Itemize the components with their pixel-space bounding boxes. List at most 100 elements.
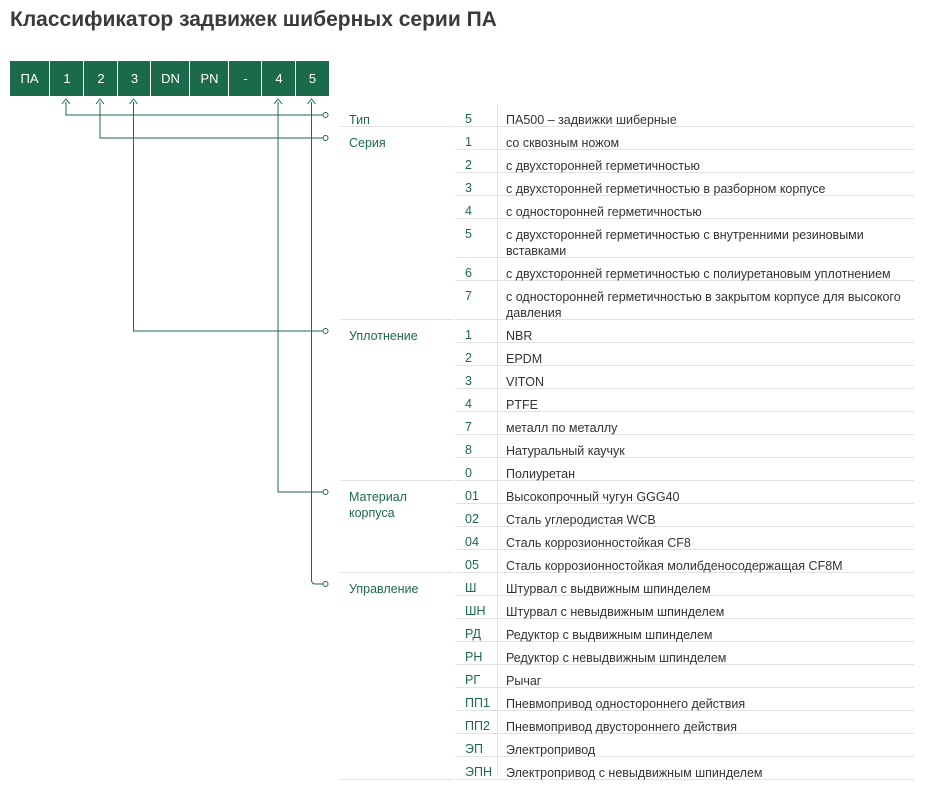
category-cell: Материал корпуса <box>340 481 453 573</box>
table-row: 2 с двухсторонней герметичностью <box>455 150 914 173</box>
connector-dot-icon <box>322 328 329 334</box>
code-part: PN <box>189 61 229 96</box>
code-part: 5 <box>295 61 329 96</box>
option-description: Пневмопривод двустороннего действия <box>506 720 738 734</box>
option-description: Пневмопривод одностороннего действия <box>506 697 746 711</box>
code-part: 4 <box>261 61 296 96</box>
option-code: 3 <box>465 374 472 388</box>
option-code: 7 <box>465 289 472 303</box>
table-row: ЭП Электропривод <box>455 734 914 757</box>
option-description: EPDM <box>506 352 543 366</box>
code-part: 3 <box>117 61 151 96</box>
table-row: 02 Сталь углеродистая WCB <box>455 504 914 527</box>
option-description: металл по металлу <box>506 421 618 435</box>
connector-dot-icon <box>322 581 329 587</box>
code-part: DN <box>150 61 190 96</box>
table-row: 5 с двухсторонней герметичностью с внутре… <box>455 219 914 258</box>
arrow-up-icon <box>95 98 105 105</box>
connector-line <box>277 102 323 493</box>
option-code: 01 <box>465 489 479 503</box>
table-row: 01 Высокопрочный чугун GGG40 <box>455 481 914 504</box>
code-part: 2 <box>83 61 118 96</box>
option-code: 02 <box>465 512 479 526</box>
option-code: РД <box>465 627 481 641</box>
option-description: с двухсторонней герметичностью с полиуре… <box>506 267 891 281</box>
option-description: Полиуретан <box>506 467 575 481</box>
option-description: PTFE <box>506 398 538 412</box>
option-code: 0 <box>465 466 472 480</box>
connector-line <box>133 102 323 332</box>
option-code: Ш <box>465 581 477 595</box>
option-code: 2 <box>465 158 472 172</box>
option-description: Высокопрочный чугун GGG40 <box>506 490 680 504</box>
option-code: 4 <box>465 204 472 218</box>
table-row: 4 с односторонней герметичностью <box>455 196 914 219</box>
option-description: с односторонней герметичностью в закрыто… <box>506 290 901 320</box>
category-cell: Управление <box>340 573 453 780</box>
option-code: РН <box>465 650 483 664</box>
category-cell: Серия <box>340 127 453 320</box>
code-part: ПА <box>10 61 49 96</box>
table-row: 6 с двухсторонней герметичностью с полиур… <box>455 258 914 281</box>
category-cell: Тип <box>340 104 453 127</box>
table-row: 0 Полиуретан <box>455 458 914 481</box>
option-code: 3 <box>465 181 472 195</box>
category-label: Материал корпуса <box>349 490 407 520</box>
option-code: 05 <box>465 558 479 572</box>
option-description: с двухсторонней герметичностью <box>506 159 700 173</box>
option-code: 7 <box>465 420 472 434</box>
table-row: 3 с двухсторонней герметичностью в разбор… <box>455 173 914 196</box>
table-row: 7 металл по металлу <box>455 412 914 435</box>
table-row: 3 VITON <box>455 366 914 389</box>
option-description: Рычаг <box>506 674 542 688</box>
connector-dot-icon <box>322 112 329 118</box>
option-description: Сталь коррозионностойкая молибденосодерж… <box>506 559 843 573</box>
category-cell: Уплотнение <box>340 320 453 481</box>
arrow-up-icon <box>129 98 138 105</box>
code-part: 1 <box>49 61 84 96</box>
option-description: ПА500 – задвижки шиберные <box>506 113 677 127</box>
connector-line <box>99 102 323 139</box>
option-description: Натуральный каучук <box>506 444 625 458</box>
option-description: Сталь углеродистая WCB <box>506 513 656 527</box>
option-code: 1 <box>465 135 472 149</box>
option-description: Штурвал с выдвижным шпинделем <box>506 582 711 596</box>
table-row: 5 ПА500 – задвижки шиберные <box>455 104 914 127</box>
option-description: Редуктор с невыдвижным шпинделем <box>506 651 727 665</box>
category-label: Управление <box>349 582 419 596</box>
category-label: Тип <box>349 113 370 127</box>
option-code: ПП1 <box>465 696 490 710</box>
category-label: Серия <box>349 136 386 150</box>
option-code: 5 <box>465 227 472 241</box>
option-description: с двухсторонней герметичностью в разборн… <box>506 182 826 196</box>
option-code: ШН <box>465 604 486 618</box>
option-code: 8 <box>465 443 472 457</box>
option-code: 6 <box>465 266 472 280</box>
option-description: с односторонней герметичностью <box>506 205 702 219</box>
table-row: РН Редуктор с невыдвижным шпинделем <box>455 642 914 665</box>
option-code: ЭП <box>465 742 483 756</box>
option-code: 5 <box>465 112 472 126</box>
option-description: Электропривод с невыдвижным шпинделем <box>506 766 763 780</box>
option-description: Электропривод <box>506 743 596 757</box>
option-description: со сквозным ножом <box>506 136 620 150</box>
option-code: 1 <box>465 328 472 342</box>
option-code: 04 <box>465 535 479 549</box>
page-title: Классификатор задвижек шиберных серии ПА <box>10 8 497 31</box>
code-part: - <box>228 61 262 96</box>
arrow-up-icon <box>307 98 316 105</box>
connector-dot-icon <box>322 135 329 141</box>
arrow-up-icon <box>273 98 283 105</box>
option-description: Редуктор с выдвижным шпинделем <box>506 628 713 642</box>
arrow-up-icon <box>61 98 71 105</box>
connector-dot-icon <box>322 489 329 495</box>
option-description: с двухсторонней герметичностью с внутрен… <box>506 228 864 258</box>
option-description: VITON <box>506 375 544 389</box>
table-row: 05 Сталь коррозионностойкая молибденосоде… <box>455 550 914 573</box>
